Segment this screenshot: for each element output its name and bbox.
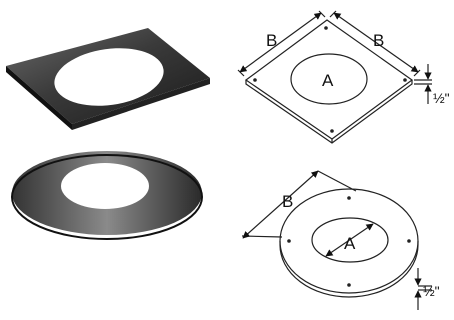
square-side-label-b-right: B — [373, 31, 384, 50]
round-thickness-label: ½" — [423, 283, 440, 299]
square-plate-photo — [6, 28, 210, 130]
square-plate-drawing — [237, 10, 432, 144]
square-side-label-b-left: B — [266, 31, 277, 50]
round-diameter-label-b: B — [282, 192, 293, 211]
square-thickness-label: ½" — [433, 90, 450, 106]
round-plate-drawing — [241, 170, 432, 310]
round-plate-photo — [11, 151, 203, 240]
round-hole-label-a: A — [344, 234, 356, 253]
square-hole-label-a: A — [322, 71, 334, 90]
